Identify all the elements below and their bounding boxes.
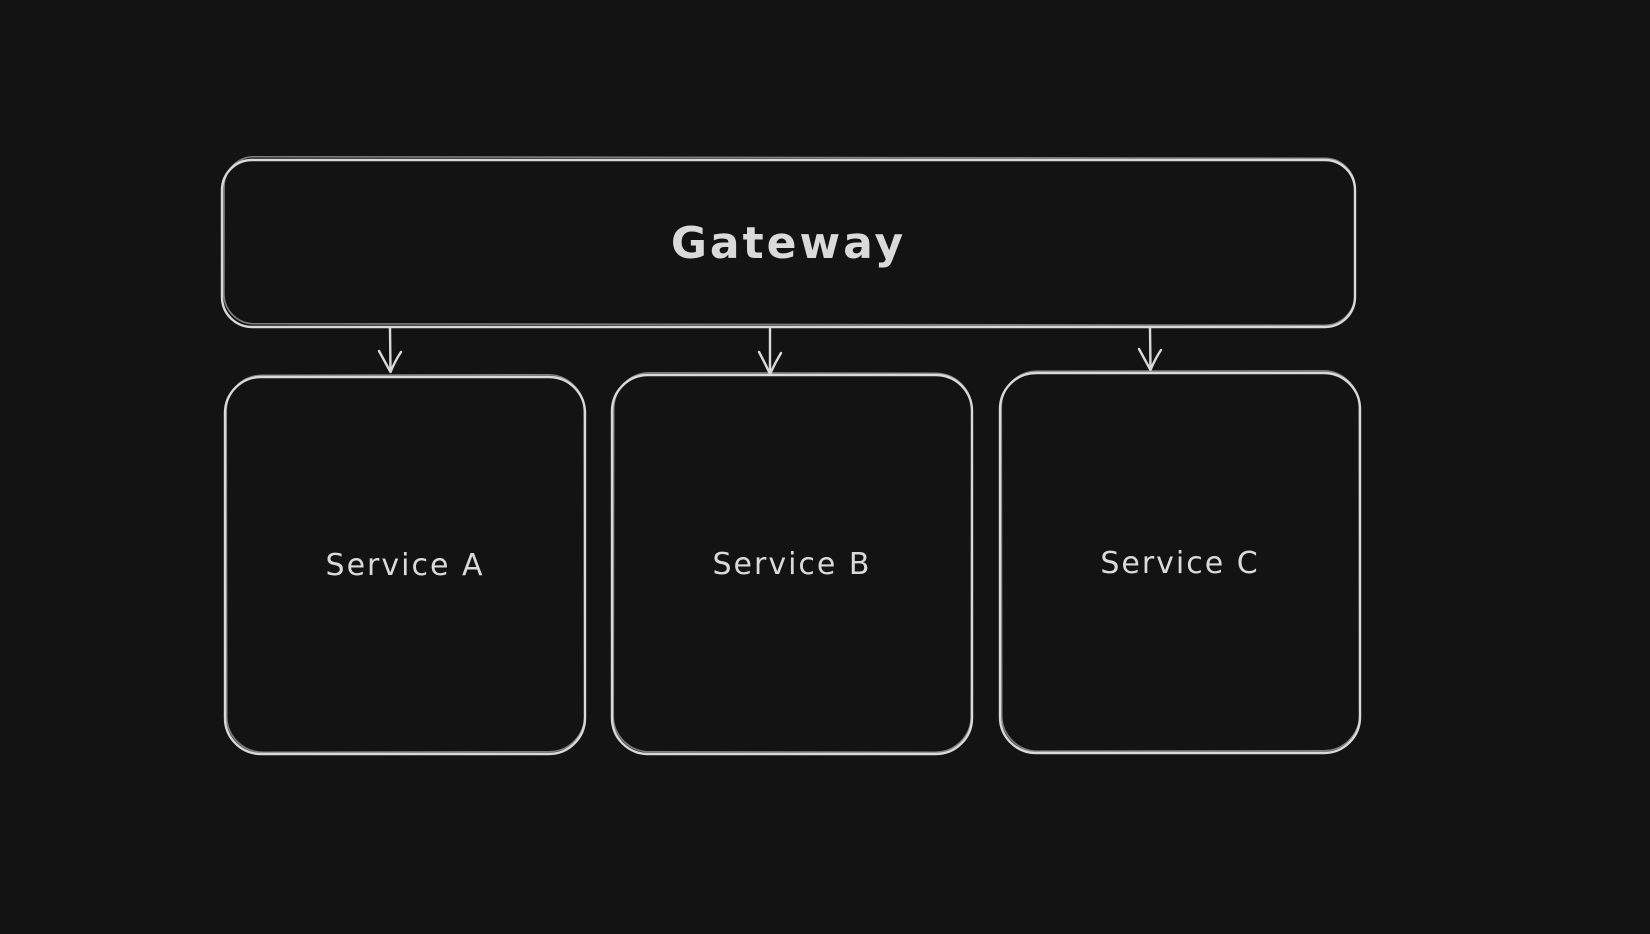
arrow-gateway-to-service-b[interactable] (757, 327, 783, 376)
arrow-gateway-to-service-c[interactable] (1137, 325, 1163, 372)
service-a-node-box[interactable] (223, 373, 587, 756)
gateway-node-box[interactable] (220, 155, 1357, 329)
service-c-node-box[interactable] (998, 369, 1362, 755)
arrow-gateway-to-service-a[interactable] (377, 326, 403, 374)
service-b-node-box[interactable] (610, 371, 974, 756)
